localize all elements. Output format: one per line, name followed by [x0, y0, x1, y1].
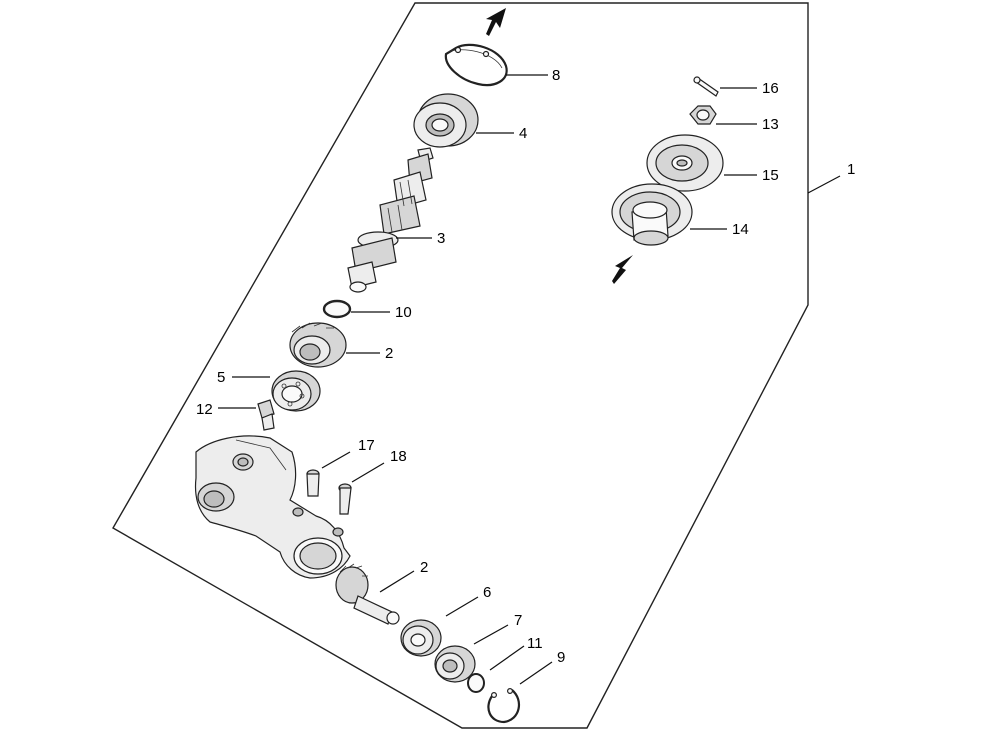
bevel-gear-part-2-upper — [289, 322, 347, 368]
callout-18: 18 — [390, 448, 407, 465]
callout-15: 15 — [762, 167, 779, 184]
bolt-part-18 — [338, 483, 352, 515]
cotter-pin-part-16 — [693, 76, 719, 97]
splined-shaft-part-3 — [347, 147, 434, 293]
bolt-part-12 — [257, 399, 275, 431]
callout-2-upper: 2 — [385, 345, 393, 362]
ring-part-11 — [467, 673, 485, 693]
gear-housing — [194, 435, 351, 579]
leader-lines — [218, 74, 841, 685]
bearing-part-7 — [434, 645, 476, 683]
bolt-part-17 — [306, 469, 320, 497]
holder-part-14 — [611, 183, 693, 246]
callout-3: 3 — [437, 230, 445, 247]
callout-labels: 1 8 4 3 10 2 5 12 17 18 2 6 7 11 9 16 13… — [196, 67, 855, 666]
leader-18 — [351, 462, 385, 483]
circlip-part-8 — [444, 43, 508, 87]
callout-8: 8 — [552, 67, 560, 84]
callout-16: 16 — [762, 80, 779, 97]
leader-2b — [379, 570, 415, 593]
callout-10: 10 — [395, 304, 412, 321]
callout-9: 9 — [557, 649, 565, 666]
leader-9 — [519, 661, 553, 685]
nut-part-13 — [689, 105, 717, 125]
callout-7: 7 — [514, 612, 522, 629]
callout-1: 1 — [847, 161, 855, 178]
callout-6: 6 — [483, 584, 491, 601]
callout-14: 14 — [732, 221, 749, 238]
leader-17 — [321, 451, 351, 469]
snap-ring-part-10 — [322, 299, 352, 319]
bearing-part-6 — [400, 619, 442, 657]
callout-4: 4 — [519, 125, 527, 142]
bearing-part-4 — [413, 93, 479, 148]
leader-11 — [489, 645, 525, 671]
direction-arrow-bottom — [612, 255, 633, 284]
callout-13: 13 — [762, 116, 779, 133]
pinion-gear-part-2-lower — [335, 563, 400, 625]
assembly-boundary-frame — [112, 2, 809, 729]
leader-7 — [473, 624, 509, 645]
cup-washer-part-15 — [646, 134, 724, 192]
callout-11: 11 — [527, 635, 543, 652]
callout-5: 5 — [217, 369, 225, 386]
leader-1 — [807, 175, 841, 194]
circlip-part-9 — [487, 687, 521, 724]
ball-bearing-part-5 — [271, 370, 321, 412]
callout-12: 12 — [196, 401, 213, 418]
callout-2-lower: 2 — [420, 559, 428, 576]
callout-17: 17 — [358, 437, 375, 454]
direction-arrow-top — [486, 8, 506, 36]
leader-6 — [445, 596, 479, 617]
